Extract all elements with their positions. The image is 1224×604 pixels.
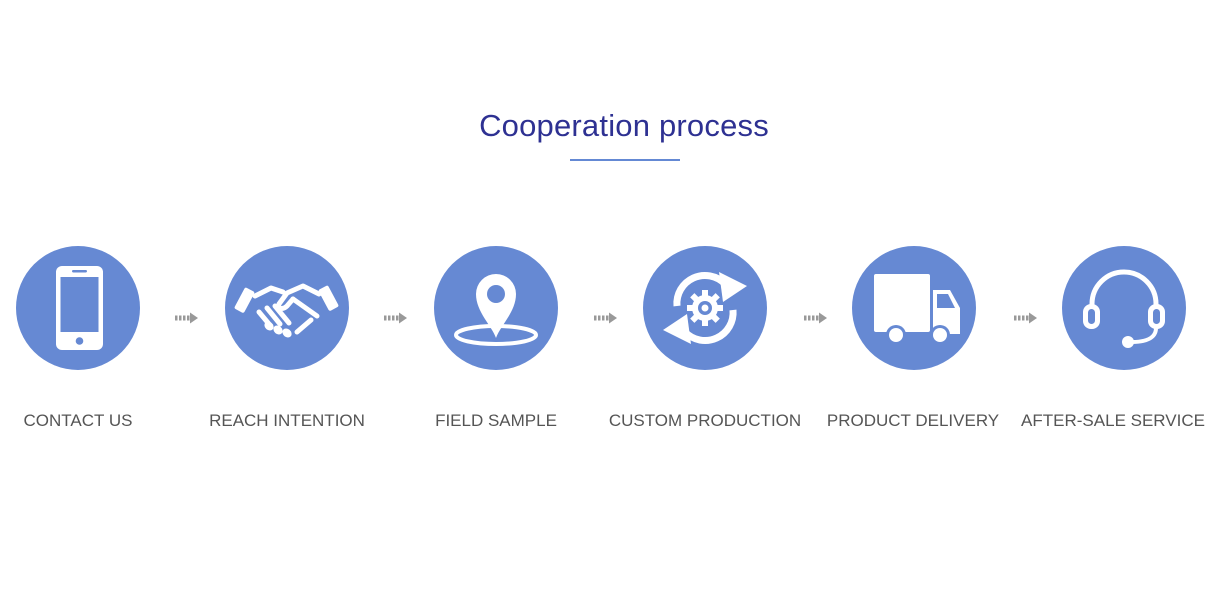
arrow-right-icon <box>384 312 407 324</box>
step-label-field-sample: FIELD SAMPLE <box>435 411 557 430</box>
headset-icon <box>1083 269 1165 348</box>
step-circle <box>16 246 140 370</box>
step-field-sample <box>434 246 558 370</box>
step-custom-production <box>643 246 767 370</box>
step-circle <box>643 246 767 370</box>
step-circle <box>225 246 349 370</box>
location-pin-icon <box>454 274 538 346</box>
delivery-truck-icon <box>874 274 960 345</box>
step-circle <box>852 246 976 370</box>
smartphone-icon <box>56 266 103 350</box>
step-label-after-sale-service: AFTER-SALE SERVICE <box>1021 411 1205 430</box>
step-circle <box>434 246 558 370</box>
step-after-sale-service <box>1062 246 1186 370</box>
handshake-icon <box>234 283 339 338</box>
step-label-product-delivery: PRODUCT DELIVERY <box>826 411 1000 430</box>
arrow-right-icon <box>175 312 198 324</box>
step-contact-us <box>16 246 140 370</box>
step-circle <box>1062 246 1186 370</box>
arrow-right-icon <box>1014 312 1037 324</box>
title-underline <box>570 159 680 161</box>
arrow-right-icon <box>804 312 827 324</box>
step-reach-intention <box>225 246 349 370</box>
gear-cycle-icon <box>663 271 747 345</box>
section-title: Cooperation process <box>479 108 769 143</box>
arrow-right-icon <box>594 312 617 324</box>
step-label-reach-intention: REACH INTENTION <box>209 411 365 430</box>
step-product-delivery <box>852 246 976 370</box>
step-label-custom-production: CUSTOM PRODUCTION <box>608 411 802 430</box>
step-label-contact-us: CONTACT US <box>23 411 133 430</box>
